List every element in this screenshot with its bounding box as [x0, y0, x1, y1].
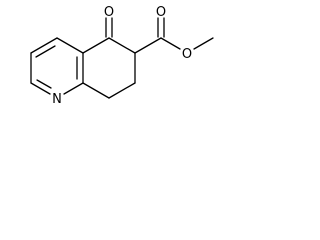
bond-cester-oester — [160, 37, 181, 50]
carbonyl-oxygen-label: O — [156, 5, 166, 20]
ketone-group: O — [104, 5, 114, 38]
bond-c4-c3 — [30, 37, 58, 54]
bond-c2-n1 — [30, 82, 51, 95]
ester-group: O O — [134, 5, 214, 62]
bond-c7-c8 — [108, 82, 136, 99]
bond-n1-c8a — [63, 82, 84, 95]
bond-oester-methyl — [193, 37, 214, 50]
ester-oxygen-label: O — [182, 47, 192, 62]
bond-c6-cester — [134, 37, 162, 54]
cyclohexanone-ring — [82, 37, 136, 99]
bond-c8-c8a — [82, 82, 110, 99]
bond-c4a-c5 — [82, 37, 110, 54]
pyridine-ring — [30, 37, 84, 95]
bond-c4-c3-inner — [35, 45, 56, 58]
ring-nitrogen-label: N — [52, 92, 62, 107]
bond-c4a-c5-top — [56, 37, 84, 54]
ketone-oxygen-label: O — [104, 5, 114, 20]
bond-c5-c6 — [108, 37, 136, 54]
bond-c2-n1-inner — [36, 79, 52, 89]
chemical-structure-diagram: O O O N — [30, 5, 214, 107]
